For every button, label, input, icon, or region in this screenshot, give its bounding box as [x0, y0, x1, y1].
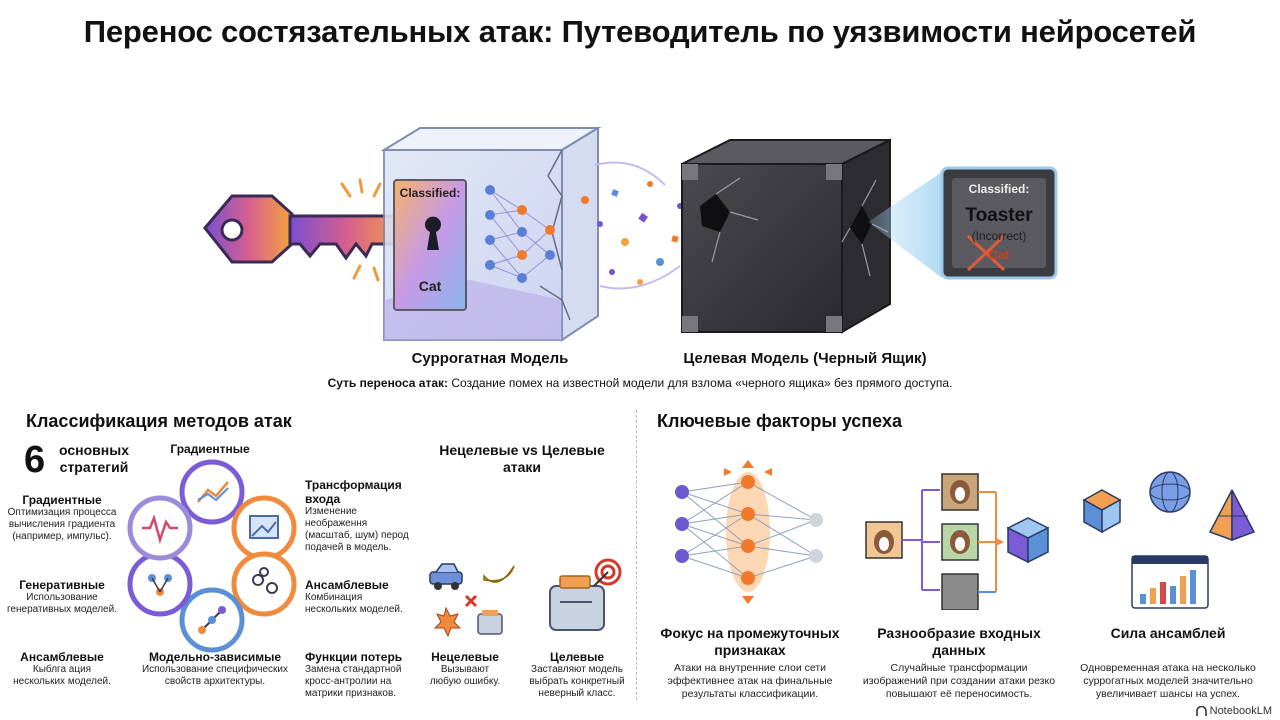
big-toaster-icon — [549, 575, 605, 631]
factor-1: Фокус на промежуточных признаках Атаки н… — [652, 625, 848, 701]
target-note-text: (Incorrect) — [971, 229, 1027, 243]
left-item-3: Ансамблевые Кыблга ация нескольких модел… — [6, 650, 118, 688]
right-item-2-title: Ансамблевые — [305, 578, 389, 592]
right-item-1-title: Трансформация входа — [305, 478, 402, 506]
left-item-2-desc: Использование генеративных моделей. — [7, 592, 117, 615]
surrogate-classified-text: Classified: — [399, 186, 461, 200]
burst-icon — [433, 606, 462, 638]
target-label-text: Toaster — [965, 205, 1033, 226]
right-item-1-desc: Изменение неображення (масштаб, шум) пер… — [305, 506, 409, 553]
right-item-3-desc: Замена стандартной кросс-антролии на мат… — [305, 664, 402, 699]
summary-text: Создание помех на известной модели для в… — [451, 376, 953, 390]
surrogate-label-text: Cat — [418, 278, 442, 294]
right-item-3: Функции потерь Замена стандартной кросс-… — [305, 650, 410, 700]
targeting-heading: Нецелевые vs Целевые атаки — [439, 442, 605, 475]
section-divider — [636, 410, 637, 700]
summary-bold: Суть переноса атак: — [327, 376, 449, 390]
bottom-item: Модельно-зависимые Использование специфи… — [130, 650, 300, 688]
cube-icon — [1082, 489, 1122, 534]
small-toaster-icon — [477, 610, 503, 635]
factor-2-desc: Случайные трансформации изображений при … — [862, 662, 1056, 700]
target-caption: Целевая Модель (Черный Ящик) — [683, 350, 927, 367]
strategy-ring — [127, 459, 297, 653]
summary-line: Суть переноса атак: Создание помех на из… — [0, 376, 1280, 390]
light-beam — [868, 172, 942, 278]
ring-top-label: Градиентные — [170, 442, 250, 456]
factor-1-desc: Атаки на внутренние слои сети эффективне… — [667, 662, 833, 700]
cross-icon — [464, 594, 478, 608]
left-item-1-desc: Оптимизация процесса вычисления градиент… — [7, 507, 117, 542]
right-item-2: Ансамблевые Комбинация нескольких моделе… — [305, 578, 405, 616]
left-item-1-title: Градиентные — [22, 493, 102, 507]
pyramid-icon — [1208, 489, 1256, 542]
hero-illustration — [203, 126, 1058, 342]
right-item-2-desc: Комбинация нескольких моделей. — [305, 592, 403, 615]
factor-3-title: Сила ансамблей — [1110, 625, 1226, 641]
factor-3-desc: Одновременная атака на несколько суррога… — [1080, 662, 1256, 700]
left-item-3-desc: Кыблга ация нескольких моделей. — [13, 664, 111, 687]
left-item-2: Генеративные Использование генеративных … — [6, 578, 118, 616]
target-screen — [940, 166, 1058, 280]
targeted-desc: Заставляют модель выбрать конкретный нев… — [529, 664, 625, 699]
big-number: 6 — [24, 439, 46, 481]
surrogate-caption: Суррогатная Модель — [411, 350, 569, 367]
factor-3: Сила ансамблей Одновременная атака на не… — [1068, 625, 1268, 701]
key-icon — [203, 178, 407, 282]
watermark-text: NotebookLM — [1209, 705, 1272, 717]
big-number-label: основных стратегий — [59, 442, 129, 475]
ensemble-illustration — [1082, 471, 1256, 609]
targeting-illustration — [429, 558, 622, 638]
factor-2: Разнообразие входных данных Случайные тр… — [862, 625, 1056, 701]
bottom-item-desc: Использование специфических свойств архи… — [141, 664, 289, 687]
untargeted-block: Нецелевые Вызывают любую ошибку. — [424, 650, 506, 688]
targeted-block: Целевые Заставляют модель выбрать конкре… — [522, 650, 632, 700]
target-model-cube — [681, 138, 891, 334]
target-classified-text: Classified: — [968, 182, 1030, 196]
perturbation-particles — [581, 161, 683, 290]
intermediate-features-illustration — [675, 460, 823, 604]
classification-heading: Классификация методов атак — [26, 411, 292, 431]
surrogate-model-cube — [380, 126, 602, 342]
bottom-item-title: Модельно-зависимые — [148, 650, 282, 664]
left-item-1: Градиентные Оптимизация процесса вычисле… — [6, 493, 118, 543]
cube-icon — [1006, 517, 1050, 564]
sphere-icon — [1149, 471, 1191, 513]
left-item-3-title: Ансамблевые — [20, 650, 104, 664]
targeted-title: Целевые — [549, 650, 605, 664]
bar-chart-icon — [1131, 555, 1209, 609]
untargeted-desc: Вызывают любую ошибку. — [429, 664, 501, 687]
right-item-1: Трансформация входа Изменение неображенн… — [305, 478, 415, 554]
factor-1-title: Фокус на промежуточных признаках — [660, 625, 840, 658]
left-item-2-title: Генеративные — [19, 578, 105, 592]
notebooklm-logo-icon — [1195, 705, 1207, 716]
watermark: NotebookLM — [1195, 705, 1272, 717]
target-icon — [593, 558, 622, 587]
factor-2-title: Разнообразие входных данных — [877, 625, 1041, 658]
untargeted-title: Нецелевые — [431, 650, 499, 664]
factors-heading: Ключевые факторы успеха — [657, 411, 902, 431]
target-crossed-text: Cat — [988, 247, 1010, 262]
page-title: Перенос состязательных атак: Путеводител… — [83, 14, 1197, 49]
car-icon — [429, 563, 463, 590]
right-item-3-title: Функции потерь — [305, 650, 403, 664]
banana-icon — [483, 565, 515, 583]
input-diversity-illustration — [865, 473, 1050, 610]
